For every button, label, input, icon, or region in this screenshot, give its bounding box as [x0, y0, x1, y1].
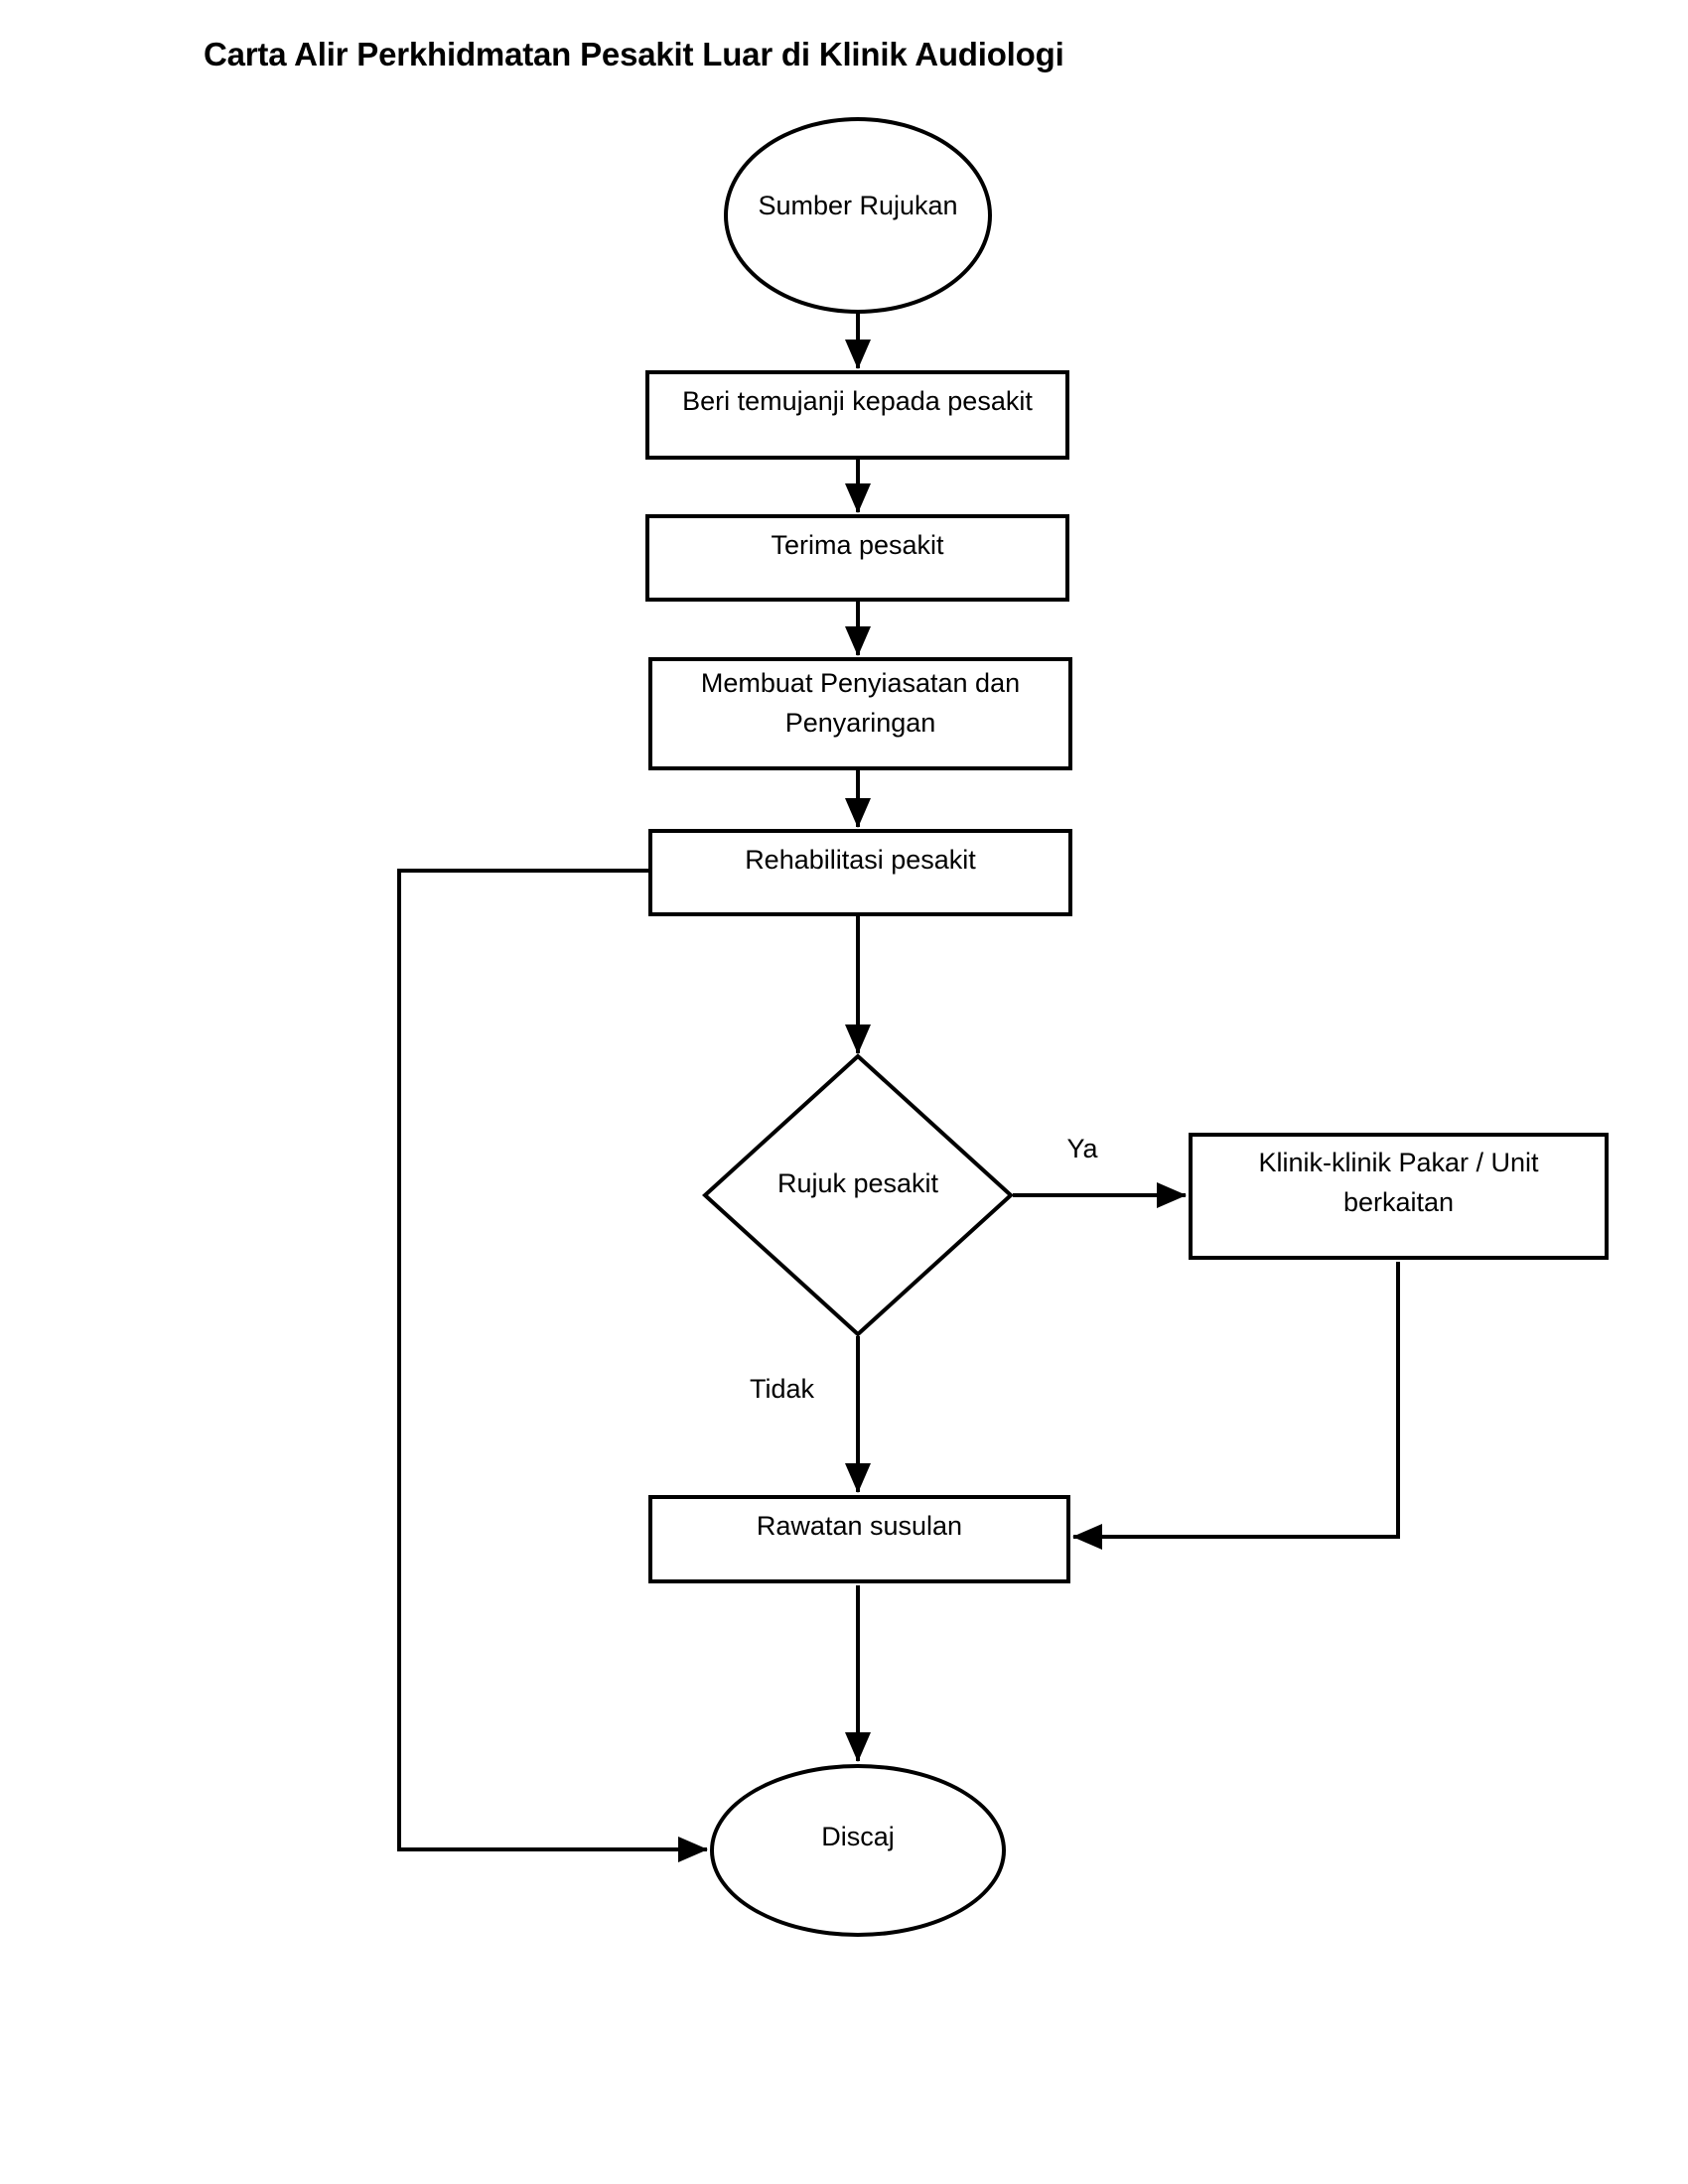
process-appointment: Beri temujanji kepada pesakit [645, 370, 1069, 460]
terminator-discharge: Discaj [710, 1764, 1006, 1937]
terminator-discharge-label: Discaj [821, 1822, 895, 1851]
arrow-specialist-to-followup [1072, 1262, 1400, 1550]
label-line-1: Membuat Penyiasatan dan [700, 668, 1021, 698]
label-line-2: Penyaringan [784, 708, 936, 738]
process-rehabilitation-label: Rehabilitasi pesakit [745, 845, 976, 875]
process-receive-patient-label: Terima pesakit [771, 530, 944, 560]
process-specialist-clinics: Klinik-klinik Pakar / Unit berkaitan [1189, 1133, 1609, 1260]
decision-refer-patient-label: Rujuk pesakit [776, 1168, 939, 1198]
decision-diamond-shape [702, 1053, 1014, 1337]
decision-refer-patient: Rujuk pesakit [705, 1056, 1011, 1334]
edge-label-yes: Ya [1066, 1134, 1098, 1163]
page-title: Carta Alir Perkhidmatan Pesakit Luar di … [204, 36, 1064, 72]
edge-label-no: Tidak [749, 1374, 814, 1404]
terminator-start: Sumber Rujukan [724, 117, 992, 314]
label-line-1: Klinik-klinik Pakar / Unit [1258, 1148, 1539, 1177]
process-specialist-clinics-label: Klinik-klinik Pakar / Unit berkaitan [1258, 1143, 1538, 1222]
process-investigation-screening-label: Membuat Penyiasatan dan Penyaringan [701, 663, 1020, 743]
label-line-2: berkaitan [1342, 1187, 1455, 1217]
terminator-start-label: Sumber Rujukan [758, 191, 958, 220]
process-investigation-screening: Membuat Penyiasatan dan Penyaringan [648, 657, 1072, 770]
process-appointment-label: Beri temujanji kepada pesakit [682, 386, 1033, 416]
arrow-rehabilitation-loop-to-discharge [397, 869, 708, 1862]
process-follow-up-treatment: Rawatan susulan [648, 1495, 1070, 1583]
process-follow-up-treatment-label: Rawatan susulan [756, 1511, 963, 1541]
process-receive-patient: Terima pesakit [645, 514, 1069, 602]
process-rehabilitation: Rehabilitasi pesakit [648, 829, 1072, 916]
